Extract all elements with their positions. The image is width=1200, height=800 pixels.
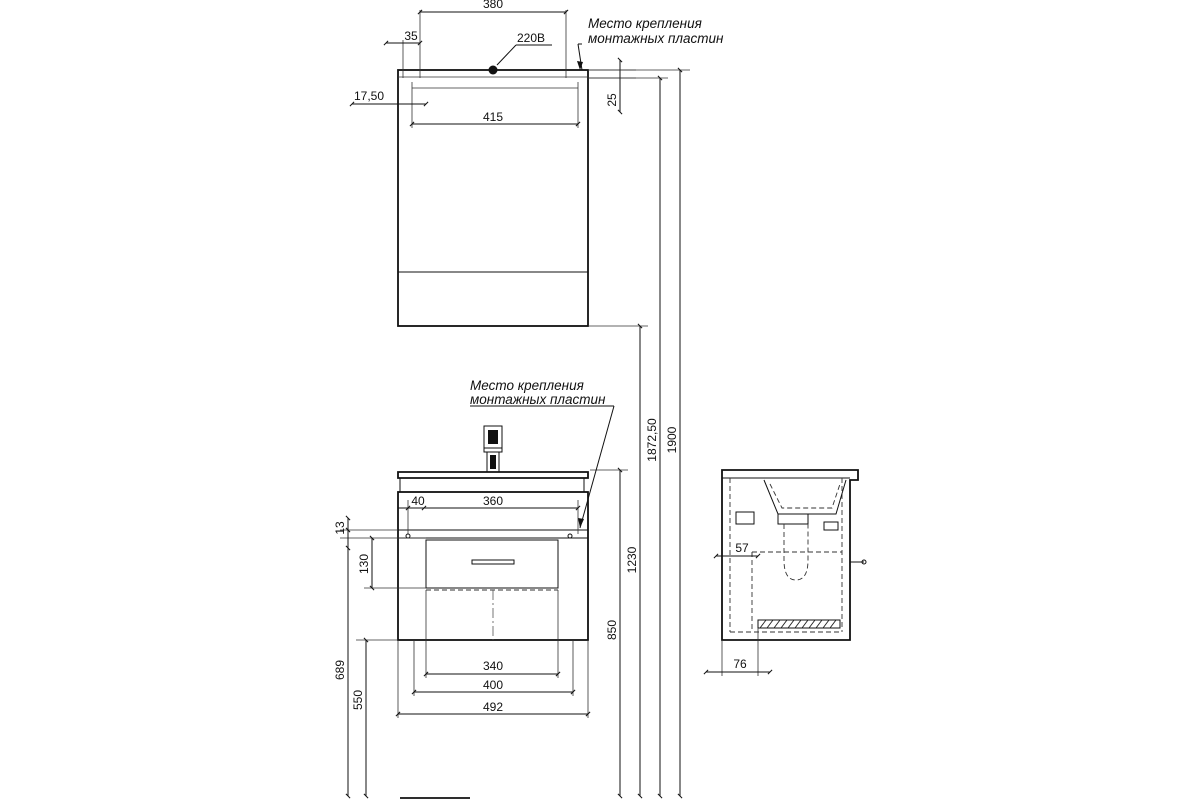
vanity-offset-40: 40	[411, 494, 425, 508]
drawer-width-340: 340	[483, 659, 503, 673]
height-1900: 1900	[665, 426, 679, 453]
mount-note-mid-2: монтажных пластин	[470, 392, 606, 407]
mirror-body	[397, 69, 589, 327]
power-220v-label: 220В	[517, 31, 545, 45]
vanity-side-view	[703, 469, 867, 676]
mirror-offset-17-50: 17,50	[354, 89, 384, 103]
mirror-offset-25: 25	[605, 93, 619, 107]
vanity-offset-13: 13	[333, 521, 347, 535]
vanity-height-550: 550	[351, 690, 365, 710]
drawer-panel	[425, 539, 559, 589]
power-outlet-mark	[488, 65, 498, 75]
vanity-width-360: 360	[483, 494, 503, 508]
vanity-width-400: 400	[483, 678, 503, 692]
vanity-height-689: 689	[333, 660, 347, 680]
drawer-height-130: 130	[357, 554, 371, 574]
basin-top	[397, 471, 589, 479]
outlet-leader	[496, 44, 517, 66]
mount-note-top-1: Место крепления	[588, 16, 702, 31]
faucet-icon	[483, 425, 503, 473]
side-offset-76: 76	[733, 657, 747, 671]
height-850: 850	[605, 620, 619, 640]
vanity-width-492: 492	[483, 700, 503, 714]
mirror-cabinet	[349, 9, 636, 327]
overall-height-dimensions	[400, 67, 690, 799]
mirror-offset-35: 35	[404, 29, 418, 43]
vanity-cabinet	[340, 405, 615, 799]
drawer-handle	[471, 559, 515, 565]
mirror-width-380: 380	[483, 0, 503, 11]
mount-note-mid-1: Место крепления	[470, 378, 584, 393]
height-1872-50: 1872,50	[645, 418, 659, 462]
height-1230: 1230	[625, 546, 639, 573]
mirror-width-415: 415	[483, 110, 503, 124]
side-offset-57: 57	[735, 541, 749, 555]
mount-note-top-2: монтажных пластин	[588, 31, 724, 46]
